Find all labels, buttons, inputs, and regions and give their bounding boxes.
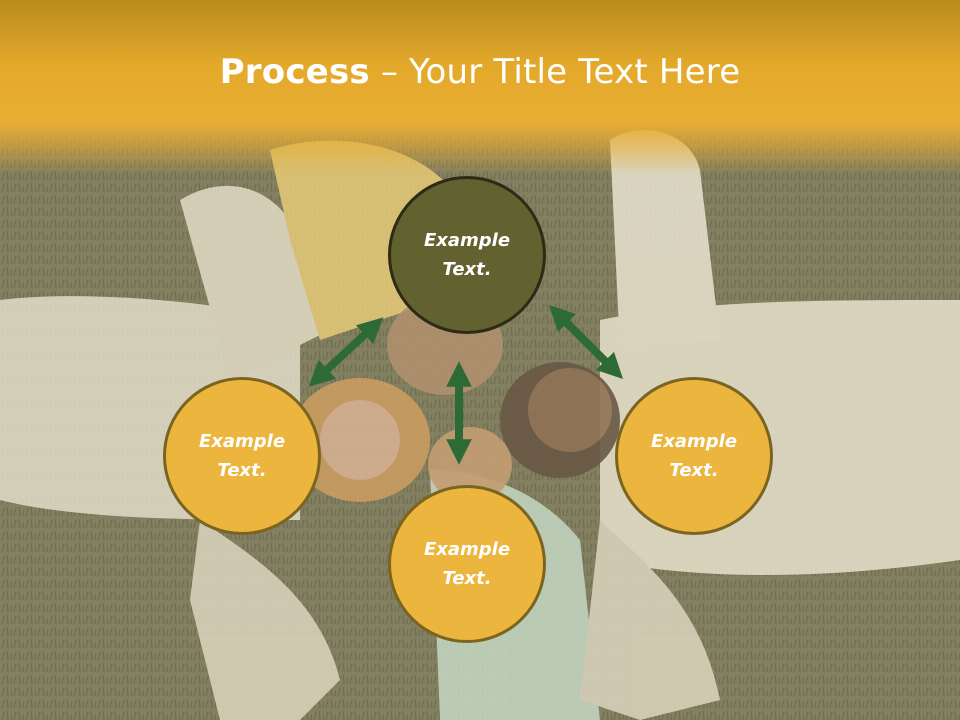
title-bold: Process: [219, 52, 370, 92]
node-bottom: Example Text.: [388, 485, 546, 643]
node-left: Example Text.: [163, 377, 321, 535]
node-right: Example Text.: [615, 377, 773, 535]
arrow-top-right: [548, 304, 624, 380]
title-band: [0, 0, 960, 175]
title-rest: – Your Title Text Here: [369, 52, 741, 92]
arrow-top-left: [308, 317, 384, 387]
slide-title: Process – Your Title Text Here: [0, 52, 960, 92]
node-top: Example Text.: [388, 176, 546, 334]
